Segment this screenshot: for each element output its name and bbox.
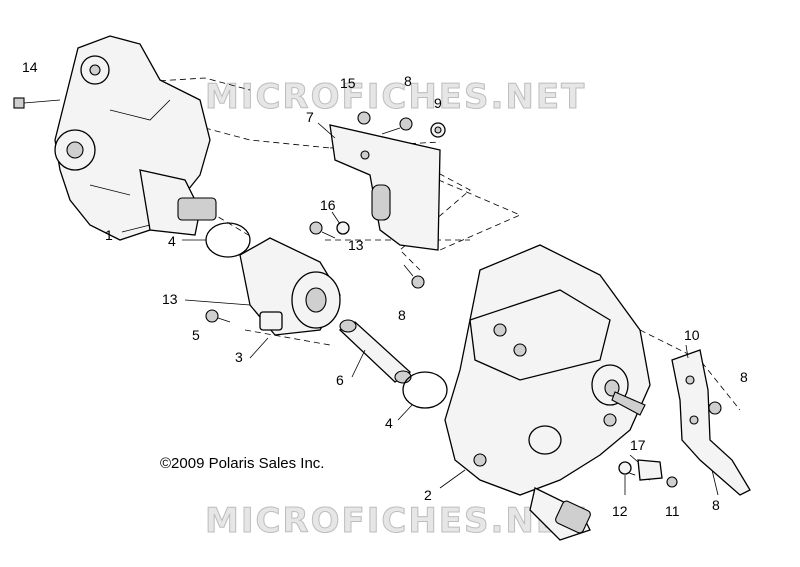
callout-16: 16: [320, 197, 336, 213]
drive-shaft: [338, 319, 412, 384]
callout-4: 4: [385, 415, 393, 431]
fasteners: [13, 97, 722, 488]
watermark-bottom: MICROFICHES.NET: [205, 501, 586, 541]
callout-15: 15: [340, 75, 356, 91]
coupler-housing: [239, 237, 341, 336]
callout-17: 17: [630, 437, 646, 453]
seal-ring-upper: [205, 222, 251, 258]
callout-5: 5: [192, 327, 200, 343]
callout-4: 4: [168, 233, 176, 249]
callout-6: 6: [336, 372, 344, 388]
transmission: [444, 244, 651, 541]
alignment-lines: [139, 77, 741, 481]
watermark-top: MICROFICHES.NET: [205, 77, 586, 117]
callout-9: 9: [434, 95, 442, 111]
callout-8: 8: [404, 73, 412, 89]
callout-1: 1: [105, 227, 113, 243]
copyright-text: ©2009 Polaris Sales Inc.: [160, 455, 324, 472]
callout-12: 12: [612, 503, 628, 519]
mounting-bracket: [329, 124, 441, 251]
callouts: 14 15 8 9 7 1 16 4 13 13 5 3 8 6 4 10 8 …: [22, 59, 748, 519]
callout-13: 13: [348, 237, 364, 253]
leader-lines: [121, 122, 719, 496]
callout-7: 7: [306, 109, 314, 125]
front-gearcase: [54, 35, 217, 241]
callout-8: 8: [712, 497, 720, 513]
callout-3: 3: [235, 349, 243, 365]
callout-10: 10: [684, 327, 700, 343]
callout-2: 2: [424, 487, 432, 503]
callout-14: 14: [22, 59, 38, 75]
seal-ring-lower: [402, 371, 448, 409]
callout-8: 8: [398, 307, 406, 323]
callout-13: 13: [162, 291, 178, 307]
rear-bracket: [671, 349, 751, 496]
callout-11: 11: [665, 503, 680, 519]
callout-8: 8: [740, 369, 748, 385]
